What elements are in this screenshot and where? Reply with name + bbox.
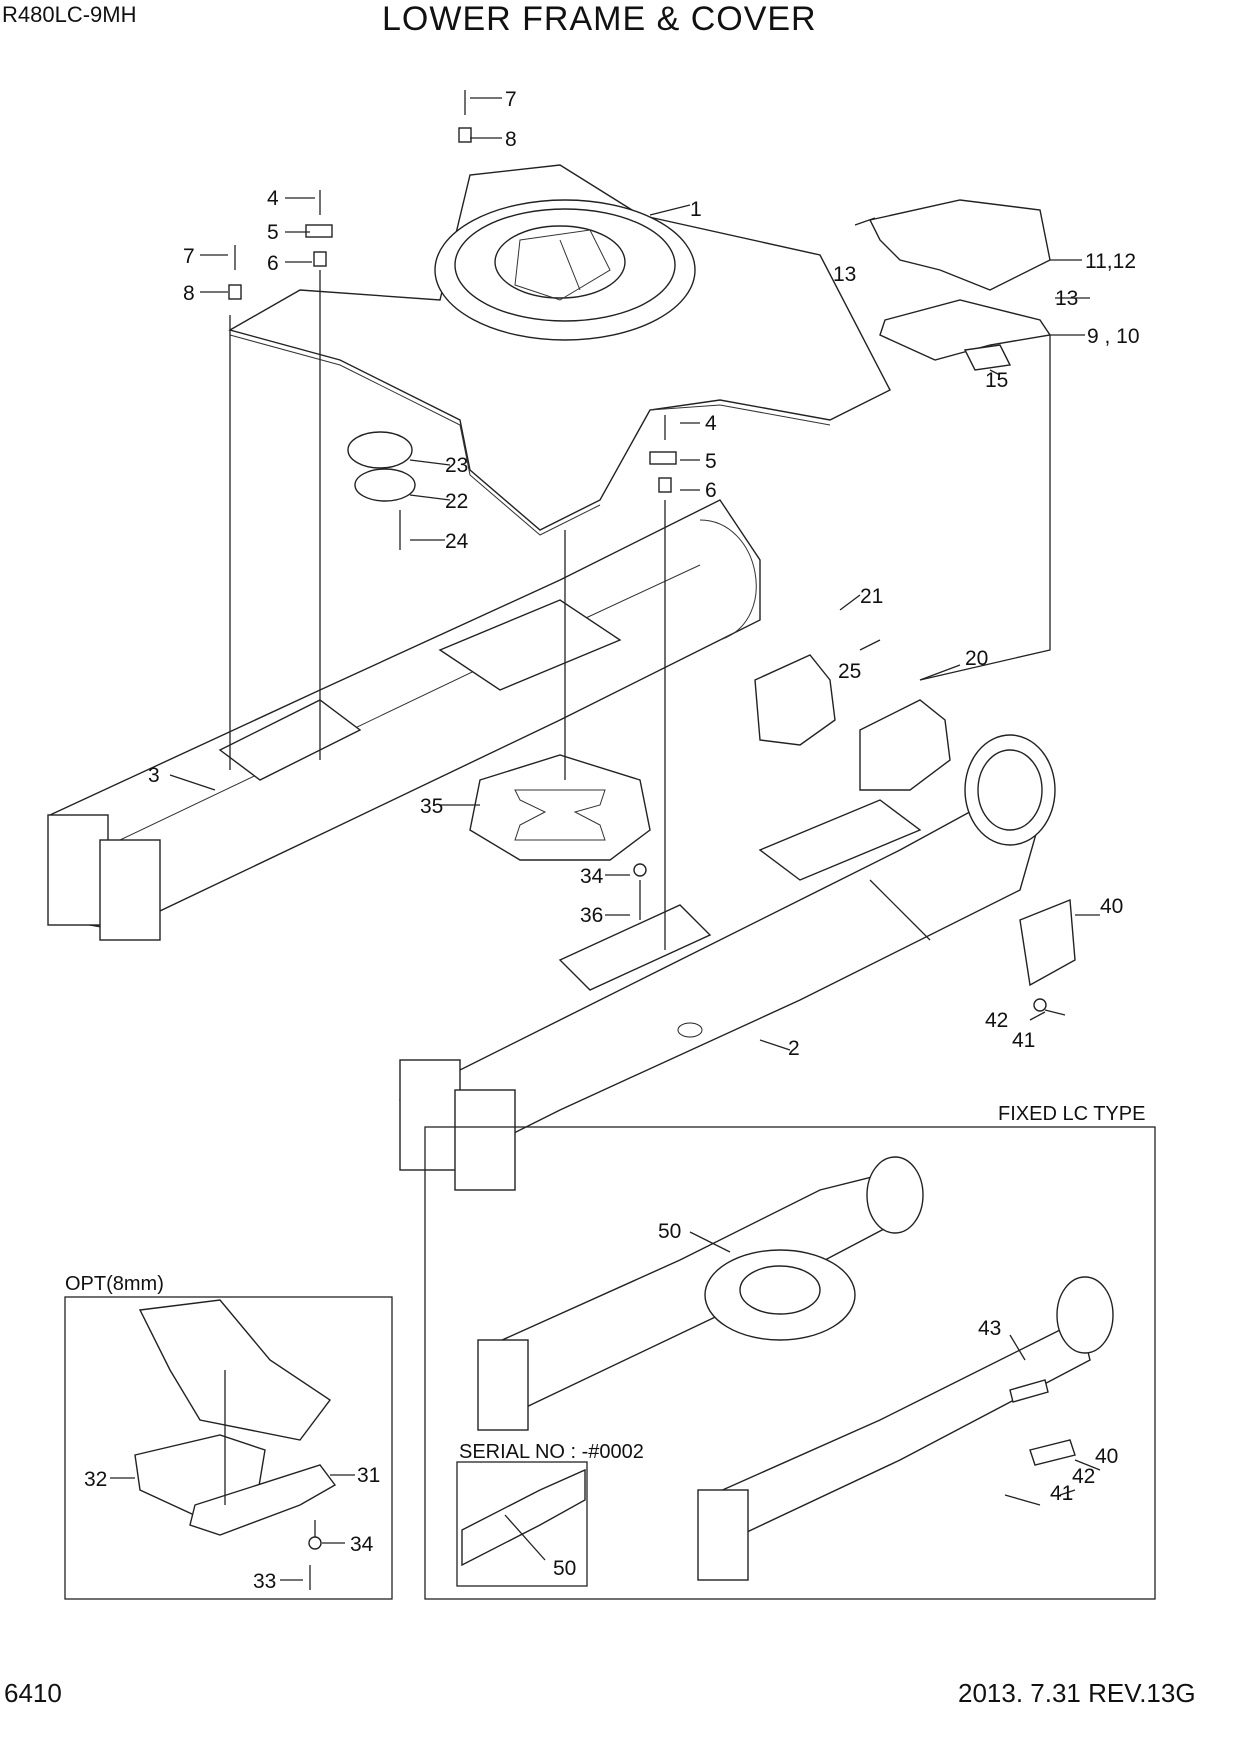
- model-code: R480LC-9MH: [2, 2, 137, 27]
- callout-4: 4: [267, 187, 279, 210]
- callout-7: 7: [183, 245, 195, 268]
- page-title: LOWER FRAME & COVER: [382, 0, 817, 38]
- plate-9-10: [879, 299, 1052, 361]
- serial-box: [456, 1461, 588, 1587]
- callout-41: 41: [1012, 1029, 1035, 1052]
- callout-40: 40: [1100, 895, 1123, 918]
- serial-detail: [461, 1468, 586, 1567]
- callout-42: 42: [1072, 1465, 1095, 1488]
- callout-6: 6: [705, 479, 717, 502]
- side-frame-left: [47, 499, 761, 941]
- track-cover-20: [859, 699, 951, 791]
- option-leaders: [110, 1474, 355, 1581]
- cover-11-12: [868, 199, 1051, 291]
- plate-15: [963, 344, 1012, 371]
- callout-5: 5: [267, 221, 279, 244]
- callout-25: 25: [838, 660, 861, 683]
- callout-15: 15: [985, 369, 1008, 392]
- center-frame: [228, 164, 891, 536]
- plate-22: [354, 468, 416, 502]
- option-parts: [134, 1299, 337, 1590]
- callout-22: 22: [445, 490, 468, 513]
- callout-36: 36: [580, 904, 603, 927]
- leader-lines: [169, 97, 1100, 1051]
- callout-35: 35: [420, 795, 443, 818]
- callout-20: 20: [965, 647, 988, 670]
- callout-11-12: 11,12: [1085, 250, 1136, 273]
- callout-21: 21: [860, 585, 883, 608]
- fixed-lc-type-box: [424, 1126, 1156, 1600]
- bottom-plate-35-cross: [514, 789, 606, 841]
- plate-23: [347, 431, 413, 469]
- callout-43: 43: [978, 1317, 1001, 1340]
- bottom-plate-35: [469, 754, 651, 861]
- callout-50: 50: [553, 1557, 576, 1580]
- callout-24: 24: [445, 530, 469, 553]
- callout-13: 13: [1055, 287, 1078, 310]
- revision-date: 2013. 7.31 REV.13G: [958, 1678, 1196, 1708]
- callout-9-10: 9 , 10: [1087, 325, 1140, 348]
- callout-6: 6: [267, 252, 279, 275]
- fasteners: [228, 90, 1066, 1016]
- callout-13: 13: [833, 263, 856, 286]
- callout-3: 3: [148, 764, 160, 787]
- fixed-lc-type-label: FIXED LC TYPE: [998, 1103, 1145, 1125]
- callout-34: 34: [350, 1533, 374, 1556]
- fixed-lc-frame: [477, 1156, 1114, 1581]
- callout-32: 32: [84, 1468, 107, 1491]
- bracket-40: [1019, 898, 1076, 987]
- callout-5: 5: [705, 450, 717, 473]
- option-label: OPT(8mm): [65, 1273, 164, 1295]
- callout-31: 31: [357, 1464, 380, 1487]
- track-cover-21: [754, 654, 836, 746]
- callout-8: 8: [505, 128, 517, 151]
- callout-8: 8: [183, 282, 195, 305]
- side-frame-right: [399, 734, 1056, 1191]
- callout-23: 23: [445, 454, 468, 477]
- callout-34: 34: [580, 865, 604, 888]
- callouts: 7 8 1 4 5 6 7 8 13 11,12 13 9 , 10 15 23…: [84, 88, 1140, 1593]
- callout-1: 1: [690, 198, 702, 221]
- callout-7: 7: [505, 88, 517, 111]
- callout-42: 42: [985, 1009, 1008, 1032]
- callout-50: 50: [658, 1220, 681, 1243]
- page-number: 6410: [4, 1678, 62, 1708]
- callout-4: 4: [705, 412, 717, 435]
- callout-2: 2: [788, 1037, 800, 1060]
- option-box: [64, 1296, 393, 1600]
- fixed-lc-leaders: [689, 1231, 1101, 1506]
- callout-40: 40: [1095, 1445, 1118, 1468]
- serial-label: SERIAL NO : -#0002: [459, 1441, 644, 1463]
- callout-41: 41: [1050, 1482, 1073, 1505]
- callout-33: 33: [253, 1570, 276, 1593]
